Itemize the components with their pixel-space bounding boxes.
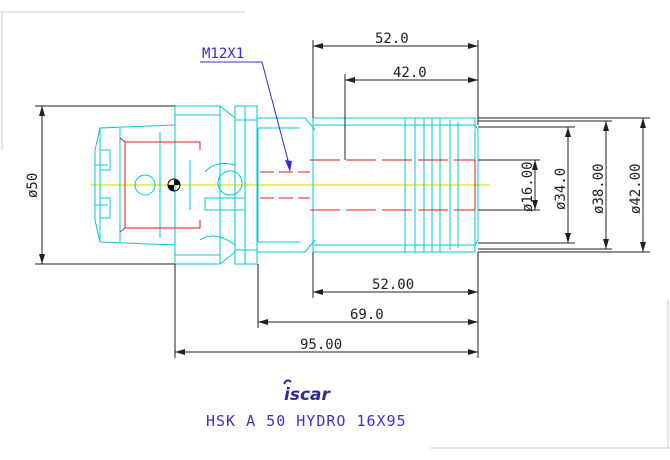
dim-right-d38: ø38.00 [591,163,607,214]
hidden-lines [119,137,476,233]
dim-right-d34: ø34.0 [553,168,569,210]
drawing-title: HSK A 50 HYDRO 16X95 [206,412,407,430]
leader-arrowhead [285,160,292,172]
dim-right-d42: ø42.00 [628,163,644,214]
dim-bottom-body: 52.00 [372,277,414,293]
thread-label: M12X1 [202,46,244,62]
dimension-lines [35,40,650,358]
dim-right-d16: ø16.00 [520,161,536,212]
thread-leader [200,61,291,169]
arrowheads [39,43,646,355]
iscar-logo: iscar [283,379,331,405]
dim-top-bore: 42.0 [393,65,427,81]
dim-top-overall: 52.0 [375,31,409,47]
dim-bottom-neck: 69.0 [350,307,384,323]
border-lines [0,11,670,449]
svg-text:iscar: iscar [284,385,331,405]
dim-bottom-overall: 95.00 [300,337,342,353]
origin-marker [167,178,181,192]
dim-left-diameter: ø50 [25,173,41,198]
